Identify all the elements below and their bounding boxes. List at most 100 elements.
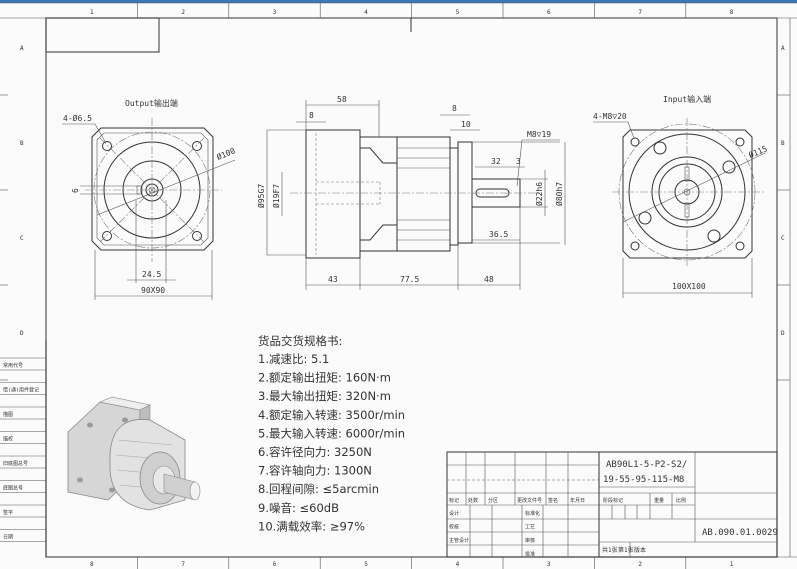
model-number-line2: 19-55-95-115-M8	[603, 475, 684, 485]
stage-header: 阶段标记	[603, 497, 623, 504]
side-pilot-dia: Ø80h7	[554, 182, 564, 206]
isometric-gearbox-illustration	[67, 396, 201, 511]
spec-item: 6.容许径向力: 3250N	[258, 445, 372, 459]
side-dim-36-5: 36.5	[489, 230, 508, 239]
side-dim-77-5: 77.5	[400, 275, 419, 284]
zone-column-label: 8	[90, 561, 94, 568]
side-dim-32: 32	[491, 157, 501, 166]
version-label: 版本	[634, 546, 646, 554]
revision-header: 年月日	[570, 497, 585, 504]
role-label: 审核	[525, 537, 535, 544]
zone-column-label: 4	[364, 9, 368, 16]
output-size-dim: 90X90	[141, 286, 165, 295]
left-table-label: 描图	[3, 411, 13, 418]
output-offset-dim: 24.5	[142, 270, 161, 279]
zone-column-label: 1	[90, 9, 94, 16]
zone-column-label: 3	[547, 561, 551, 568]
zone-column-label: 7	[181, 561, 185, 568]
zone-column-label: 5	[456, 9, 460, 16]
revision-header: 标记	[449, 497, 459, 504]
sheet-count: 共1张	[602, 546, 618, 554]
revision-header: 分区	[488, 497, 498, 504]
zone-markers-top: 1 8 2 7 3 6 4 5 5 4 6 3 7 2 8 1	[90, 3, 734, 569]
spec-item: 8.回程间隙: ≤5arcmin	[258, 482, 379, 496]
zone-row-label: B	[781, 140, 785, 147]
role-label: 工艺	[525, 525, 535, 531]
input-end-view: Input输入端 Ø115 4-M8▽20 100X100	[593, 94, 769, 298]
zone-column-label: 2	[638, 561, 642, 568]
left-table-label: 底图总号	[3, 485, 23, 492]
spec-item: 1.减速比: 5.1	[258, 352, 329, 366]
role-label: 主管设计	[449, 537, 469, 544]
side-flange-dia: Ø95G7	[256, 184, 266, 208]
side-dim-48: 48	[484, 275, 494, 284]
zone-column-label: 1	[730, 561, 734, 568]
zone-markers-left: A A B B C C D D	[0, 45, 790, 381]
zone-row-label: C	[20, 235, 24, 242]
role-label: 设计	[449, 510, 459, 517]
side-dim-43: 43	[328, 275, 338, 284]
zone-column-label: 8	[730, 9, 734, 16]
spec-item: 3.最大输出扭矩: 320N·m	[258, 389, 391, 403]
specification-list: 货品交货规格书: 1.减速比: 5.1 2.额定输出扭矩: 160N·m 3.最大输…	[258, 334, 405, 533]
role-label: 批准	[525, 551, 535, 558]
zone-column-label: 6	[273, 561, 277, 568]
zone-column-label: 7	[638, 9, 642, 16]
left-table-label: 旧底图总号	[3, 460, 28, 467]
output-key-dim: 6	[71, 188, 80, 193]
title-block: AB90L1-5-P2-S2/ 19-55-95-115-M8 AB.090.0…	[446, 451, 778, 558]
zone-column-label: 6	[547, 9, 551, 16]
model-number-line1: AB90L1-5-P2-S2/	[606, 460, 687, 470]
side-dim-58: 58	[337, 95, 347, 104]
zone-row-label: A	[781, 45, 785, 52]
input-view-title: Input输入端	[663, 94, 711, 104]
side-shaft-dia: Ø22h6	[534, 182, 544, 206]
side-thread-dim: M8▽19	[527, 130, 551, 139]
revision-header: 更改文件号	[517, 497, 542, 504]
zone-column-label: 3	[273, 9, 277, 16]
window-title-bar	[0, 0, 797, 3]
spec-item: 4.额定输入转速: 3500r/min	[258, 408, 405, 422]
drawing-number: AB.090.01.0029	[702, 528, 778, 538]
left-table-label: 描校	[3, 436, 13, 443]
spec-title: 货品交货规格书:	[258, 334, 342, 348]
spec-item: 7.容许轴向力: 1300N	[258, 464, 372, 478]
zone-column-label: 4	[456, 561, 460, 568]
zone-row-label: B	[20, 140, 24, 147]
side-dim-8b: 8	[452, 104, 457, 113]
left-table-label: 日期	[3, 535, 13, 541]
role-label: 校核	[449, 524, 459, 531]
left-table-label: 常用代号	[3, 362, 23, 369]
stage-header: 比例	[676, 497, 686, 504]
left-table-label: 借(通)用件登记	[3, 387, 39, 394]
input-holes-dim: 4-M8▽20	[593, 112, 627, 121]
input-size-dim: 100X100	[672, 282, 706, 291]
side-dim-3: 3	[516, 157, 521, 166]
revision-header: 签名	[548, 497, 558, 504]
zone-column-label: 2	[181, 9, 185, 16]
input-pcd-dim: Ø115	[747, 143, 769, 160]
side-bore-dia: Ø19F7	[271, 184, 281, 208]
spec-item: 9.噪音: ≤60dB	[258, 501, 339, 515]
side-dim-8a: 8	[309, 111, 314, 120]
zone-row-label: D	[781, 330, 785, 337]
zone-row-label: A	[20, 45, 24, 52]
zone-row-label: C	[781, 235, 785, 242]
side-view: 58 8 8 10 M8▽19 32 3 Ø22h6 Ø80h7 36.5 Ø9…	[256, 95, 566, 290]
sheet-number: 第1张	[618, 546, 634, 554]
revision-header: 处数	[468, 497, 478, 504]
output-end-view: Output输出端 Ø100 4-Ø6.5 6 24.5 90X90	[62, 98, 237, 300]
zone-column-label: 5	[364, 561, 368, 568]
output-pcd-dim: Ø100	[215, 145, 237, 162]
stage-header: 重量	[654, 497, 664, 504]
role-label: 标准化	[525, 510, 540, 517]
spec-item: 10.满载效率: ≥97%	[258, 519, 365, 533]
side-dim-10: 10	[461, 120, 471, 129]
spec-item: 2.额定输出扭矩: 160N·m	[258, 371, 391, 385]
zone-row-label: D	[20, 330, 24, 337]
left-table-label: 签字	[3, 509, 13, 516]
output-view-title: Output输出端	[125, 98, 178, 108]
spec-item: 5.最大输入转速: 6000r/min	[258, 426, 405, 440]
